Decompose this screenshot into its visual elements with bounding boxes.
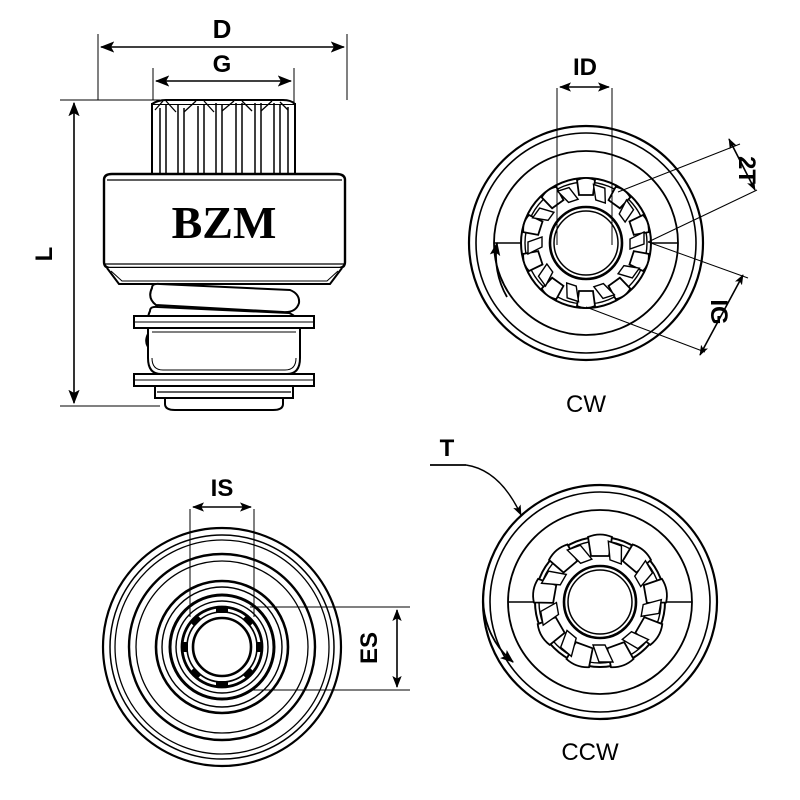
dimension-label-IG: IG [705, 299, 732, 324]
dimension-L [60, 99, 160, 407]
ccw-center-bore [562, 564, 638, 640]
dimension-IG-arrow [699, 274, 744, 356]
rear-end-view: IS ES [101, 475, 410, 768]
side-elevation-view: BZM D G L [31, 14, 348, 411]
rear-center-bore [191, 616, 253, 678]
side-gear-teeth [151, 99, 296, 176]
cw-rotation-arrow [489, 241, 508, 298]
dimension-ES [250, 606, 410, 691]
side-lower-flange [133, 373, 315, 387]
dimension-label-D: D [213, 14, 232, 44]
dimension-IG [585, 241, 749, 356]
side-upper-flange [133, 315, 315, 329]
dimension-label-IS: IS [211, 475, 234, 502]
dimension-label-G: G [213, 51, 232, 78]
dimension-label-L: L [31, 247, 58, 262]
side-shaft-end [154, 385, 294, 411]
dimension-label-2T: 2T [733, 156, 760, 184]
ccw-gear-teeth [532, 533, 668, 669]
cw-gear-teeth [522, 177, 650, 309]
dimension-2T [617, 138, 758, 243]
rear-bushing-rings [154, 579, 290, 715]
dimension-label-T: T [440, 435, 455, 462]
dimension-D [97, 34, 348, 100]
side-main-body [102, 172, 347, 285]
side-bushing [147, 327, 301, 375]
view-caption-cw: CW [566, 391, 606, 418]
dimension-2T-arrow [728, 138, 756, 191]
rear-outer-rings [101, 526, 343, 768]
dimension-label-ID: ID [573, 54, 597, 81]
view-caption-ccw: CCW [561, 739, 619, 766]
brand-text: BZM [172, 197, 277, 248]
dimension-T-leader [465, 464, 522, 516]
cw-center-bore [548, 205, 624, 281]
ccw-rotation-arrow [482, 586, 514, 663]
counterclockwise-end-view: T CCW [430, 435, 719, 766]
dimension-IS [189, 502, 255, 617]
dimension-label-ES: ES [356, 632, 383, 664]
rear-spline-teeth [182, 607, 262, 687]
dimension-T [430, 464, 522, 516]
dimension-ID [556, 82, 613, 245]
clockwise-end-view: ID 2T IG CW [467, 54, 760, 418]
